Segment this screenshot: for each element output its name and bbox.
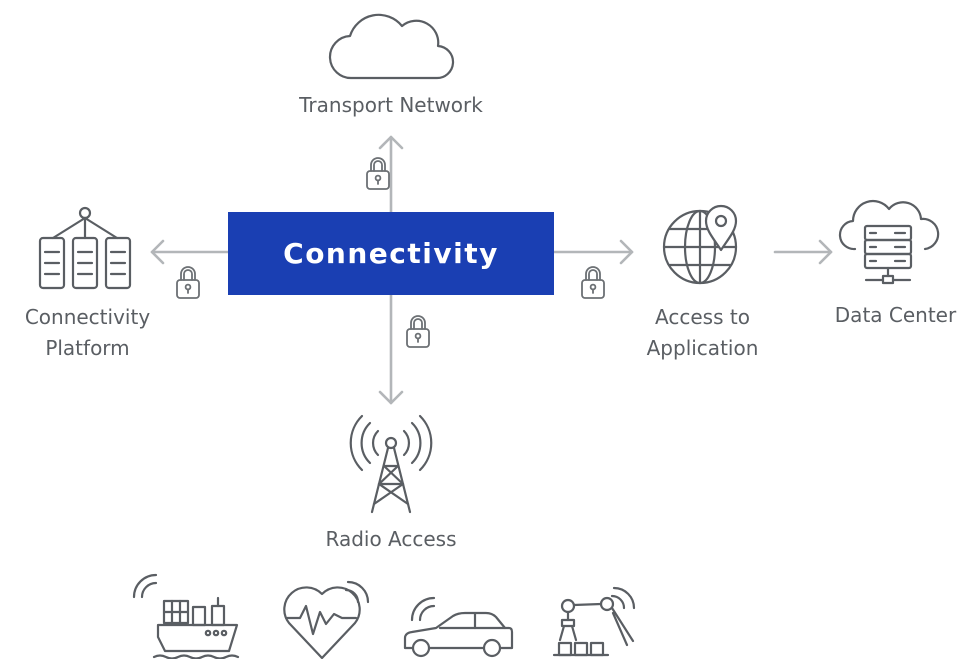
server-rack-icon xyxy=(38,206,132,290)
access-to-application-label-line2: Application xyxy=(646,336,759,360)
car-icon xyxy=(403,596,514,658)
connectivity-platform-label-line1: Connectivity xyxy=(24,305,151,329)
lock-icon xyxy=(406,315,430,348)
access-to-application-label-line1: Access to xyxy=(655,305,750,329)
cloud-icon xyxy=(328,13,455,80)
robot-arm-icon xyxy=(552,586,636,657)
lock-icon xyxy=(176,266,200,299)
arrow-left xyxy=(150,239,230,265)
arrow-to-datacenter xyxy=(773,239,833,265)
lock-icon xyxy=(366,157,390,190)
data-center-label: Data Center xyxy=(834,303,957,327)
radio-access-label: Radio Access xyxy=(325,527,457,551)
arrow-right xyxy=(552,239,634,265)
globe-pin-icon xyxy=(662,204,738,285)
radio-tower-icon xyxy=(349,414,433,514)
transport-network-label: Transport Network xyxy=(299,93,483,117)
arrow-up xyxy=(378,135,404,214)
connectivity-core-box: Connectivity xyxy=(228,212,554,295)
heartbeat-icon xyxy=(283,580,370,659)
arrow-down xyxy=(378,293,404,405)
cloud-server-icon xyxy=(838,199,940,285)
connectivity-platform-label-line2: Platform xyxy=(45,336,130,360)
lock-icon xyxy=(581,266,605,299)
connectivity-core-label: Connectivity xyxy=(283,237,499,270)
ship-icon xyxy=(132,573,240,659)
